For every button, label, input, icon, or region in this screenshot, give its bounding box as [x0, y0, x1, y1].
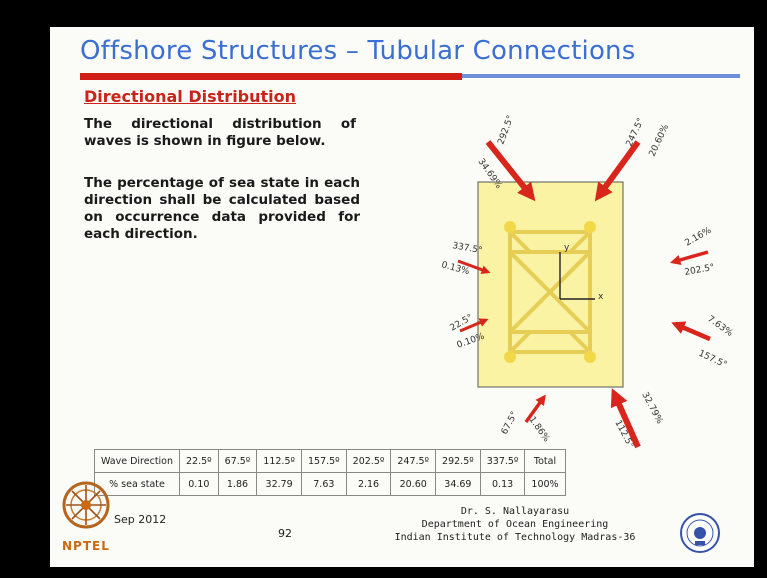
- table-cell: 157.5º: [300, 449, 347, 473]
- section-heading: Directional Distribution: [84, 87, 297, 106]
- wave-direction-figure: y x 292.5° 34.69% 247.5° 20.60% 337.5° 0…: [440, 114, 735, 450]
- arrow-202-direction: 202.5°: [684, 263, 716, 278]
- arrow-67-direction: 67.5°: [500, 410, 520, 436]
- jacket-frame: [508, 225, 592, 357]
- table-cell: 1.86: [217, 472, 258, 496]
- table-row-header: % sea state: [93, 472, 181, 496]
- table-cell: 202.5º: [345, 449, 392, 473]
- institute-name: Indian Institute of Technology Madras-36: [394, 532, 636, 543]
- table-cell: 292.5º: [435, 449, 481, 473]
- arrow-337: [457, 259, 491, 275]
- title-underline-red: [80, 73, 462, 80]
- page-number: 92: [278, 527, 292, 540]
- table-cell: 34.69: [435, 472, 481, 496]
- nptel-logo-icon: [62, 481, 110, 529]
- arrow-247-percent: 20.60%: [648, 123, 672, 159]
- nptel-logo-text: NPTEL: [62, 539, 110, 553]
- table-cell: 2.16: [345, 472, 392, 496]
- arrow-292: [485, 140, 536, 202]
- author-name: Dr. S. Nallayarasu: [460, 506, 570, 517]
- platform-plan: [477, 181, 624, 388]
- arrow-112-percent: 32.79%: [639, 391, 664, 426]
- department-name: Department of Ocean Engineering: [421, 519, 609, 530]
- table-cell: 20.60: [390, 472, 437, 496]
- arrow-202-percent: 2.16%: [684, 225, 714, 248]
- table-row-header: Wave Direction: [93, 449, 181, 473]
- table-cell-total-label: Total: [524, 449, 566, 473]
- table-cell: 0.10: [179, 472, 219, 496]
- table-cell: 32.79: [256, 472, 302, 496]
- coordinate-axes: [559, 252, 595, 300]
- slide: Offshore Structures – Tubular Connection…: [50, 27, 754, 567]
- table-cell: 0.13: [479, 472, 526, 496]
- arrow-202: [669, 250, 709, 266]
- table-cell-total-value: 100%: [524, 472, 566, 496]
- title-underline-blue: [462, 74, 740, 78]
- paragraph-calculation: The percentage of sea state in each dire…: [84, 175, 360, 242]
- jacket-legs: [504, 221, 596, 363]
- arrow-157-direction: 157.5°: [697, 349, 729, 371]
- arrow-67-percent: 1.86%: [527, 415, 552, 445]
- arrow-247: [594, 140, 641, 202]
- slide-title: Offshore Structures – Tubular Connection…: [80, 36, 636, 66]
- footer-date: Sep 2012: [114, 513, 167, 526]
- arrow-157-percent: 7.63%: [705, 314, 735, 339]
- table-cell: 112.5º: [256, 449, 302, 473]
- table-cell: 67.5º: [217, 449, 258, 473]
- table-row-values: % sea state 0.10 1.86 32.79 7.63 2.16 20…: [93, 472, 566, 496]
- table-cell: 7.63: [300, 472, 347, 496]
- table-cell: 247.5º: [390, 449, 437, 473]
- arrow-292-direction: 292.5°: [496, 114, 516, 146]
- axis-x-label: x: [598, 292, 604, 302]
- arrow-157: [671, 321, 711, 342]
- axis-y-label: y: [564, 243, 570, 253]
- table-row-directions: Wave Direction 22.5º 67.5º 112.5º 157.5º…: [93, 449, 566, 473]
- paragraph-intro: The directional distribution of waves is…: [84, 116, 356, 149]
- footer-credits: Dr. S. Nallayarasu Department of Ocean E…: [365, 505, 665, 544]
- sea-state-table: Wave Direction 22.5º 67.5º 112.5º 157.5º…: [93, 449, 566, 496]
- table-cell: 22.5º: [179, 449, 219, 473]
- arrow-22: [459, 318, 489, 333]
- iit-madras-emblem-icon: [680, 513, 720, 553]
- arrow-247-direction: 247.5°: [625, 117, 647, 149]
- arrow-112: [610, 388, 641, 449]
- table-cell: 337.5º: [479, 449, 526, 473]
- arrow-67: [524, 394, 546, 424]
